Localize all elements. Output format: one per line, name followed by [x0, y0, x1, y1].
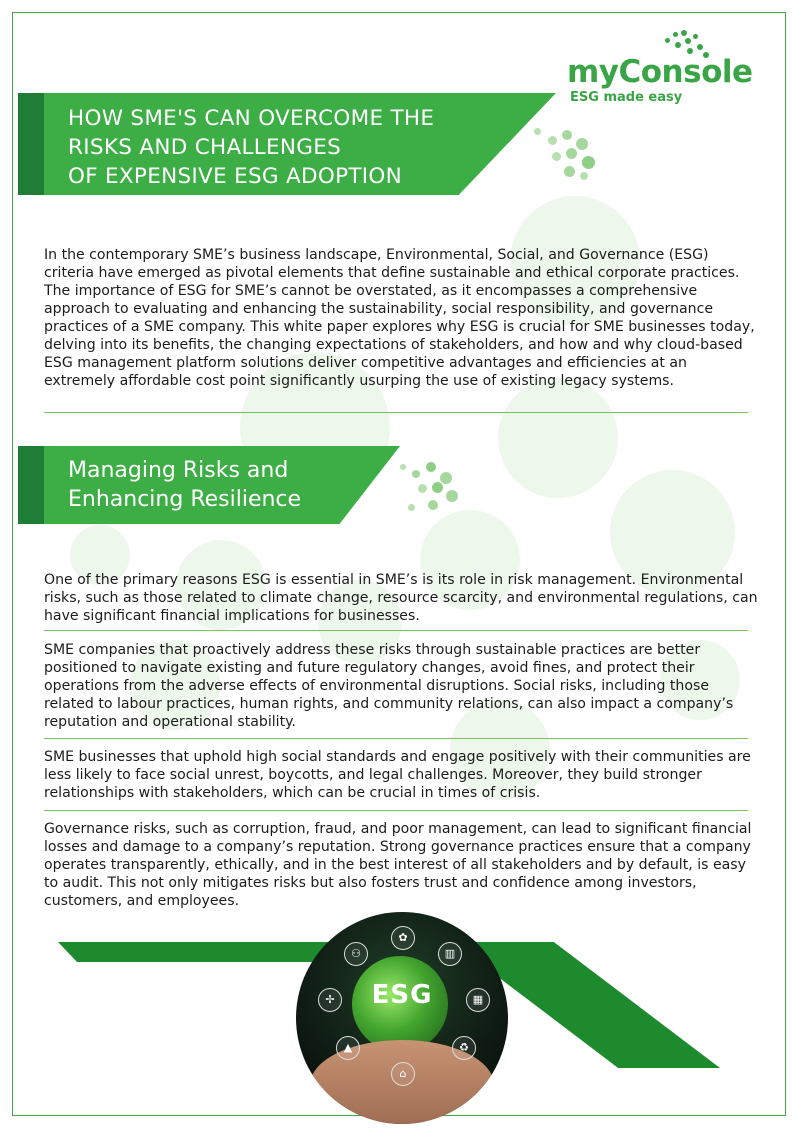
- logo-tagline: ESG made easy: [570, 90, 683, 105]
- dots-logo-icon: [665, 30, 713, 60]
- esg-label: ESG: [371, 980, 433, 1010]
- decor-bubble: [510, 196, 640, 326]
- section-banner: [44, 446, 400, 524]
- people-icon: ⚇: [344, 942, 368, 966]
- decor-bubble: [498, 378, 618, 498]
- decor-bubble: [318, 580, 402, 664]
- section-paragraph: Governance risks, such as corruption, fr…: [44, 821, 752, 909]
- intro-paragraph: In the contemporary SME’s business lands…: [44, 247, 755, 389]
- esg-hands-image: ESG ⚇ ✿ ▥ ▦ ♻ ⌂ ▲ ✢: [296, 912, 508, 1124]
- recycle-icon: ♻: [452, 1036, 476, 1060]
- factory-icon: ▥: [438, 942, 462, 966]
- divider: [44, 738, 748, 739]
- decor-bubble: [610, 470, 735, 595]
- divider: [44, 630, 748, 631]
- section-banner-edge: [18, 446, 46, 524]
- decor-dots: [532, 126, 602, 186]
- leaf-icon: ✿: [391, 926, 415, 950]
- header-banner: [44, 93, 556, 195]
- logo-wordmark: myConsole: [567, 54, 753, 90]
- bank-icon: ⌂: [391, 1062, 415, 1086]
- section-paragraph: SME companies that proactively address t…: [44, 642, 734, 730]
- brand-logo[interactable]: myConsole ESG made easy: [567, 30, 753, 105]
- section-paragraph: One of the primary reasons ESG is essent…: [44, 572, 758, 624]
- decor-bubble: [176, 540, 266, 630]
- section-title: Managing Risks and Enhancing Resilience: [68, 458, 302, 512]
- decor-bubble: [660, 640, 740, 720]
- decor-bubble: [450, 700, 550, 800]
- header-banner-edge: [18, 93, 46, 195]
- wind-turbine-icon: ✢: [318, 988, 342, 1012]
- chart-icon: ▲: [336, 1036, 360, 1060]
- divider: [44, 810, 748, 811]
- page-title: HOW SME'S CAN OVERCOME THE RISKS AND CHA…: [68, 106, 435, 189]
- globe-icon: [352, 956, 448, 1052]
- divider: [44, 412, 748, 413]
- decor-stripe: [58, 942, 376, 962]
- decor-bubble: [70, 525, 130, 585]
- decor-bubble: [420, 510, 520, 610]
- decor-dots: [400, 460, 464, 518]
- decor-bubble: [130, 640, 220, 730]
- solar-panel-icon: ▦: [466, 988, 490, 1012]
- section-paragraph: SME businesses that uphold high social s…: [44, 749, 751, 801]
